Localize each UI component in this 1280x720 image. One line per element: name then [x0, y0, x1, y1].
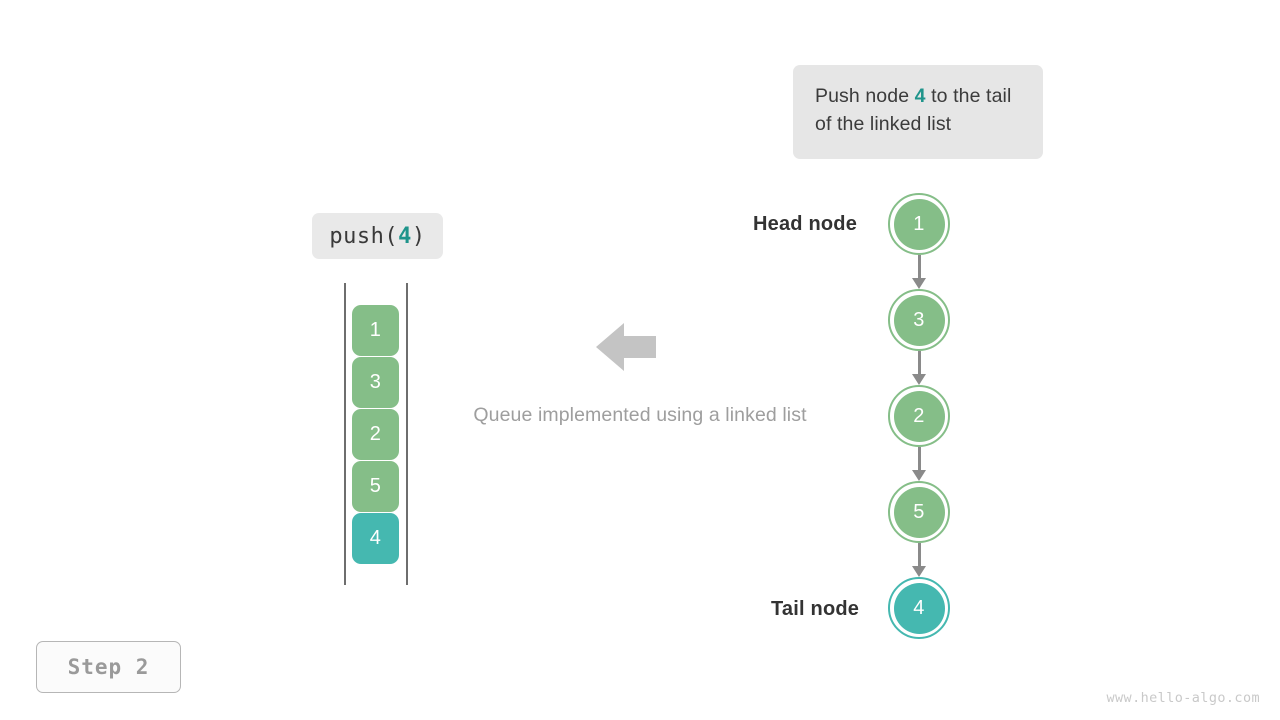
node-connector: [912, 447, 926, 481]
tail-node-label: Tail node: [771, 598, 860, 620]
diagram-caption: Queue implemented using a linked list: [473, 404, 807, 426]
array-cell-value: 4: [369, 527, 382, 549]
array-cell-value: 5: [369, 475, 382, 497]
list-node-disc: 4: [893, 582, 945, 634]
list-node-value: 1: [913, 212, 925, 235]
list-node: 3: [888, 289, 950, 351]
list-node: 2: [888, 385, 950, 447]
callout-accent-value: 4: [914, 85, 926, 107]
callout-text-after: to the tail of the linked list: [815, 85, 1012, 135]
node-connector: [912, 255, 926, 289]
node-connector: [912, 543, 926, 577]
list-node-value: 5: [913, 500, 925, 523]
array-cell: 3: [352, 357, 399, 408]
list-node-highlighted: 4: [888, 577, 950, 639]
list-node-disc: 3: [893, 294, 945, 346]
array-cell-value: 1: [369, 319, 382, 341]
callout-text-before: Push node: [815, 85, 915, 107]
array-cell-value: 3: [369, 371, 382, 393]
list-node: 5: [888, 481, 950, 543]
callout-text: Push node 4 to the tail of the linked li…: [815, 82, 1021, 138]
array-cell-list: 1 3 2 5 4: [352, 305, 399, 564]
list-node-value: 3: [913, 308, 925, 331]
list-node-disc: 5: [893, 486, 945, 538]
step-badge: Step 2: [36, 641, 181, 693]
node-connector: [912, 351, 926, 385]
array-rail-left: [344, 283, 346, 585]
queue-array: 1 3 2 5 4: [344, 283, 410, 585]
array-cell-highlighted: 4: [352, 513, 399, 564]
linked-list: 1 3 2 5 4: [888, 193, 952, 643]
list-node-disc: 1: [893, 198, 945, 250]
head-node-label: Head node: [753, 213, 858, 235]
arrow-left-icon: [596, 323, 656, 371]
callout-box: Push node 4 to the tail of the linked li…: [793, 65, 1043, 159]
operation-suffix: ): [411, 223, 426, 249]
list-node: 1: [888, 193, 950, 255]
array-cell-value: 2: [369, 423, 382, 445]
operation-argument: 4: [398, 223, 412, 249]
list-node-value: 4: [913, 596, 925, 619]
array-cell: 5: [352, 461, 399, 512]
array-cell: 2: [352, 409, 399, 460]
operation-prefix: push(: [329, 223, 399, 249]
array-rail-right: [406, 283, 408, 585]
list-node-disc: 2: [893, 390, 945, 442]
watermark: www.hello-algo.com: [1106, 690, 1260, 706]
list-node-value: 2: [913, 404, 925, 427]
array-cell: 1: [352, 305, 399, 356]
operation-chip: push(4): [312, 213, 443, 259]
